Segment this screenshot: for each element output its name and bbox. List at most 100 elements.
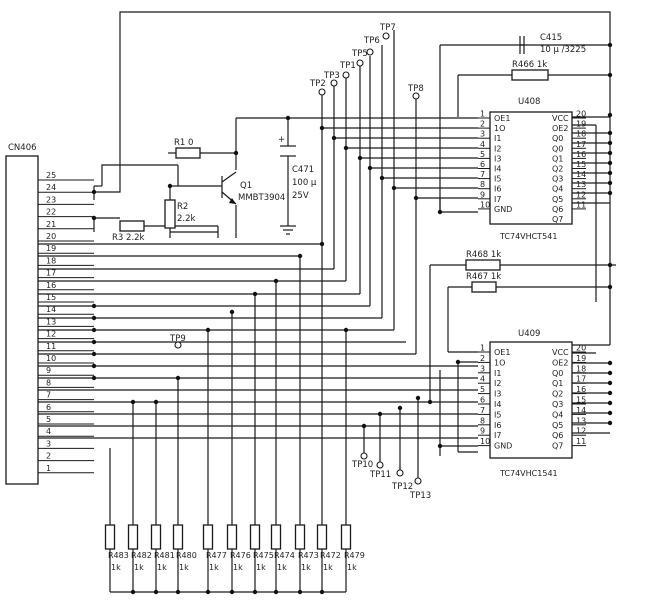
top-passives: C415 10 μ /3225 R466 1k R468 1k R467 1k (465, 33, 586, 293)
u408-part: TC74VHCT541 (499, 232, 557, 241)
tp2-point[interactable] (318, 88, 326, 96)
tp3-point[interactable] (330, 79, 338, 87)
r3-label: R3 2.2k (112, 233, 145, 243)
resistor-r477 (202, 524, 214, 550)
r468-label: R468 1k (466, 250, 501, 260)
u408-pin-name: OE1 (494, 114, 510, 123)
u409-pin-name: OE2 (552, 358, 568, 367)
u409-pin-num: 14 (576, 406, 586, 415)
c471-voltage: 25V (292, 191, 309, 201)
c471-value: 100 μ (292, 178, 317, 188)
u409-part: TC74VHC1541 (499, 469, 558, 478)
u409-pin-num: 9 (480, 427, 485, 436)
c471-capacitor: + (278, 135, 296, 157)
resistor-ref: R483 (108, 551, 129, 560)
tp13-label: TP13 (409, 491, 431, 501)
u409-pin-name: Q1 (552, 379, 563, 388)
tp12-point[interactable] (396, 469, 404, 477)
resistor-ref: R481 (154, 551, 175, 560)
u408-pin-name: I7 (494, 195, 501, 204)
connector-pin-22: 22 (46, 208, 56, 217)
tp6-label: TP6 (363, 36, 380, 46)
u408-pin-num: 9 (480, 190, 485, 199)
tp11-point[interactable] (376, 461, 384, 469)
u409-pin-name: Q7 (552, 442, 563, 451)
tp5-label: TP5 (351, 49, 368, 59)
resistor-value: 1k (209, 563, 219, 572)
tp11-label: TP11 (369, 470, 391, 480)
u408-right-pins: 20VCC19OE218Q017Q016Q115Q214Q313Q412Q511… (552, 110, 586, 225)
u409-pin-num: 18 (576, 364, 586, 373)
u409-pin-name: I1 (494, 369, 501, 378)
u409-pin-name: I6 (494, 421, 501, 430)
u408-pin-name: I2 (494, 144, 501, 153)
u408-pin-num: 12 (576, 190, 586, 199)
resistor-value: 1k (323, 563, 333, 572)
tp5-point[interactable] (356, 59, 364, 67)
resistor-r480 (172, 524, 184, 550)
r467-label: R467 1k (466, 272, 501, 282)
tp7-point[interactable] (382, 32, 390, 40)
tp6-point[interactable] (366, 48, 374, 56)
tp13-point[interactable] (414, 477, 422, 485)
connector-pin-18: 18 (46, 256, 56, 265)
resistor-value: 1k (111, 563, 121, 572)
q1-part: MMBT3904 (238, 193, 285, 203)
connector-pin-9: 9 (46, 366, 51, 375)
tp1-point[interactable] (342, 71, 350, 79)
c471-ref: C471 (292, 165, 314, 175)
connector-pin-17: 17 (46, 269, 56, 278)
connector-pin-7: 7 (46, 391, 51, 400)
u408-pin-num: 3 (480, 130, 485, 139)
connector-pin-12: 12 (46, 330, 56, 339)
r2-ref: R2 (177, 202, 188, 212)
connector-pin-8: 8 (46, 378, 51, 387)
tp8-point[interactable] (412, 92, 420, 100)
u409-pin-num: 2 (480, 354, 485, 363)
u409-pin-num: 5 (480, 385, 485, 394)
u409-pin-num: 6 (480, 396, 485, 405)
tp9-point[interactable] (174, 341, 182, 349)
connector-pin-14: 14 (46, 305, 56, 314)
u408-pin-name: Q0 (552, 134, 563, 143)
u408-pin-num: 20 (576, 110, 586, 119)
u409-pin-name: GND (494, 442, 512, 451)
connector-pin-13: 13 (46, 317, 56, 326)
connector-pin-15: 15 (46, 293, 56, 302)
u409-pin-num: 3 (480, 364, 485, 373)
u408-pin-num: 4 (480, 140, 485, 149)
q1-ref: Q1 (240, 181, 252, 191)
c415-value: 10 μ /3225 (540, 45, 586, 55)
u409-pin-num: 17 (576, 375, 586, 384)
connector-pin-6: 6 (46, 403, 51, 412)
u408-pin-name: Q4 (552, 185, 563, 194)
connector-pin-23: 23 (46, 195, 56, 204)
resistor-value: 1k (157, 563, 167, 572)
tp10-point[interactable] (360, 452, 368, 460)
resistor-r476 (226, 524, 238, 550)
r1-label: R1 0 (174, 138, 193, 148)
connector-pin-25: 25 (46, 171, 56, 180)
u408-pin-name: I1 (494, 134, 501, 143)
u408-pin-num: 10 (480, 200, 490, 209)
connector-pin-20: 20 (46, 232, 56, 241)
u409-pin-name: I3 (494, 390, 501, 399)
u409-pin-name: Q3 (552, 400, 563, 409)
connector-pin-2: 2 (46, 452, 51, 461)
resistor-r482 (127, 524, 139, 550)
connector-pin-3: 3 (46, 439, 51, 448)
tp2-label: TP2 (309, 79, 326, 89)
u409-pin-num: 16 (576, 385, 586, 394)
bottom-resistor-bank: R4831kR4821kR4811kR4801kR4771kR4761kR475… (104, 524, 365, 572)
u408-pin-num: 11 (576, 200, 586, 209)
connector-body (5, 155, 39, 485)
u409-pin-name: Q0 (552, 369, 563, 378)
connector-pins: 2524232221201918171615141312111098765432… (38, 171, 94, 474)
u408-pin-name: OE2 (552, 124, 568, 133)
u409-pin-num: 4 (480, 375, 485, 384)
resistor-r474 (270, 524, 282, 550)
connector-pin-10: 10 (46, 354, 56, 363)
